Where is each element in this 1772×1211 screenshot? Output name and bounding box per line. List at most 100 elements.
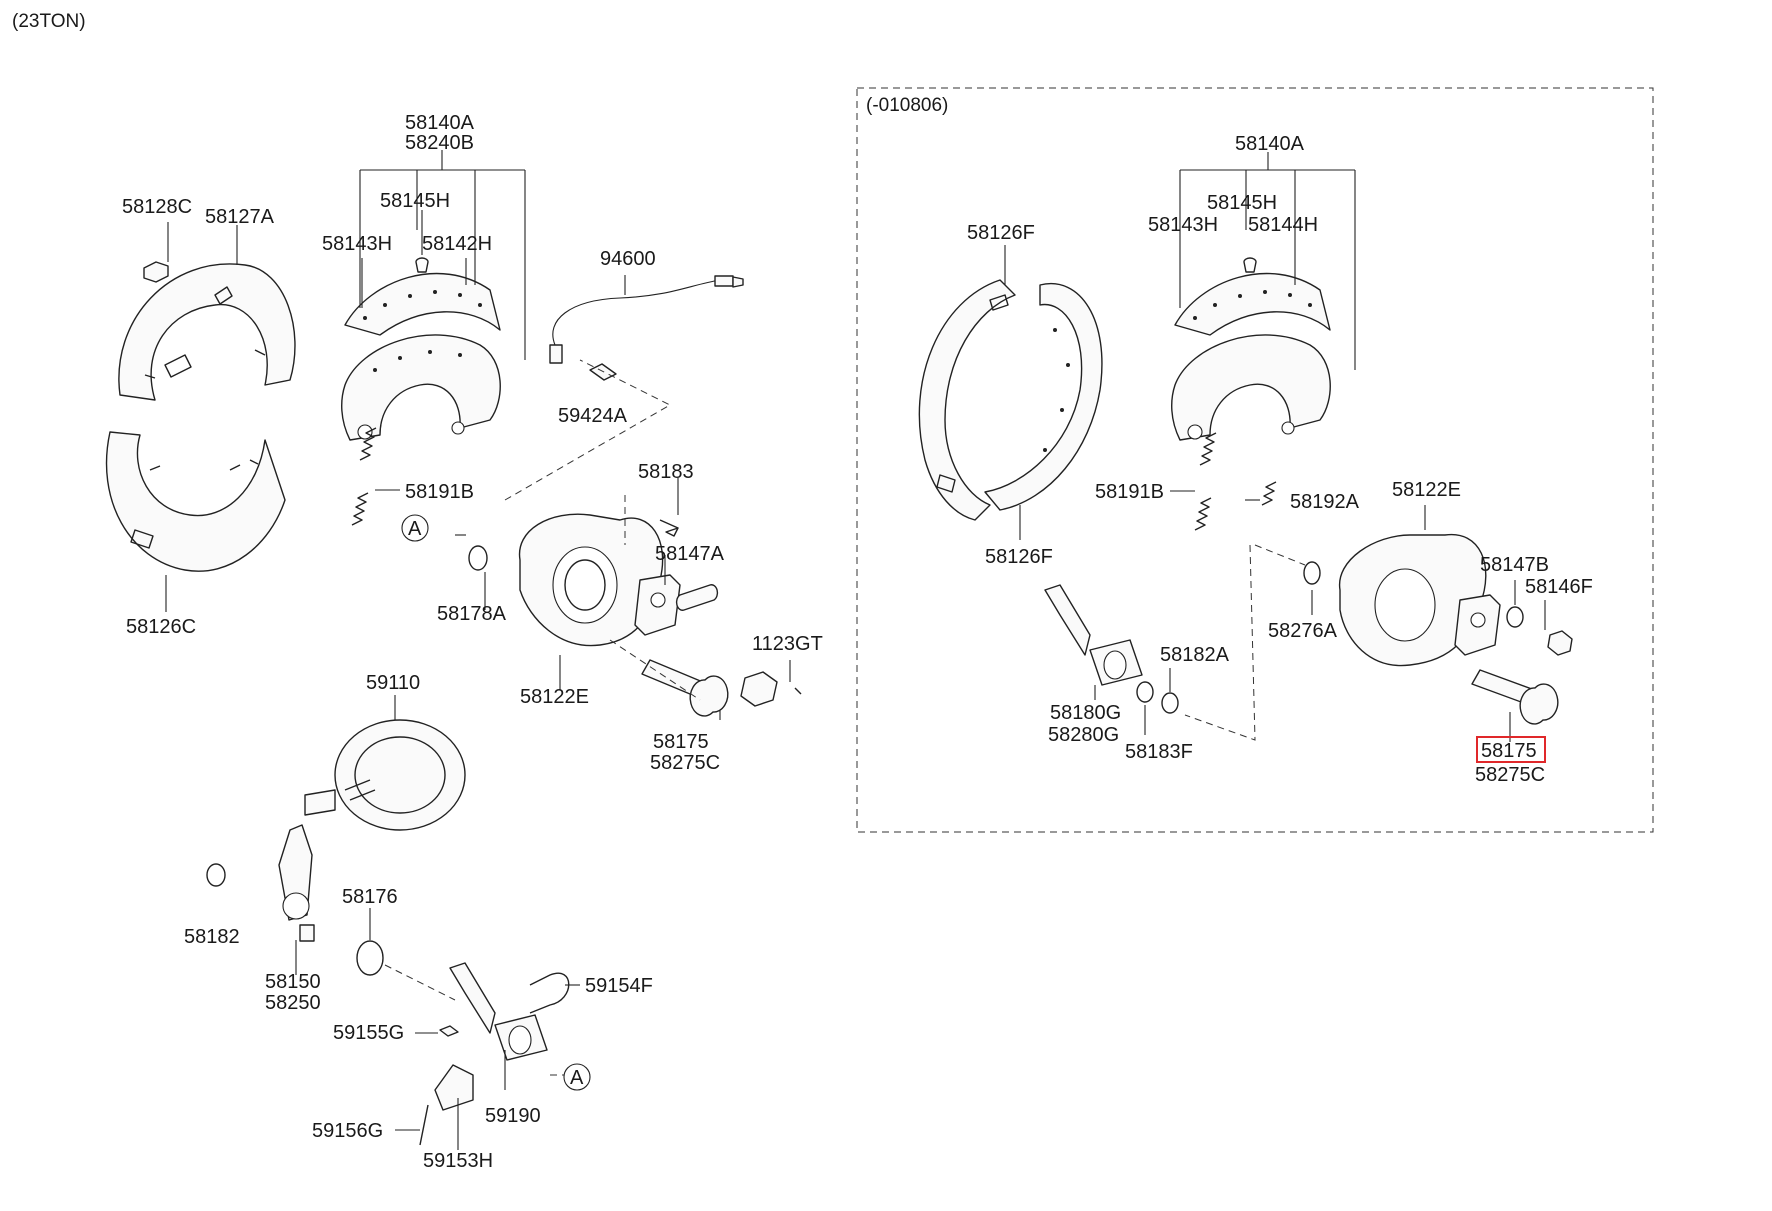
support-bolt — [419, 1104, 429, 1146]
label-59110: 59110 — [366, 672, 420, 694]
label-58182A: 58182A — [1160, 644, 1230, 666]
brake-spider — [518, 513, 681, 647]
nut-58146F — [1547, 630, 1573, 656]
return-spring-upper — [359, 427, 377, 461]
return-spring-lower-right — [1194, 497, 1212, 531]
label-callout-a-lower: A — [570, 1067, 584, 1089]
label-94600: 94600 — [600, 248, 656, 270]
callout-a-circle-lower — [563, 1063, 591, 1091]
label-59155G: 59155G — [333, 1022, 404, 1044]
label-59153H: 59153H — [423, 1150, 493, 1172]
label-58143H-right: 58143H — [1148, 214, 1218, 236]
variant-date-label: (-010806) — [866, 95, 948, 116]
brake-chamber — [304, 719, 466, 831]
brake-shoe-upper-right — [1174, 272, 1331, 336]
label-58280G: 58280G — [1048, 724, 1119, 746]
washer-58183F — [1136, 681, 1154, 703]
label-58191B-right: 58191B — [1095, 481, 1164, 503]
label-58240B-left: 58240B — [405, 132, 474, 154]
brake-shoe-upper — [344, 272, 501, 336]
dashed-assembly-lines-right — [1184, 544, 1306, 741]
label-58192A: 58192A — [1290, 491, 1360, 513]
right-part-labels: 58140A 58145H 58143H 58144H 58126F 58191… — [967, 133, 1593, 786]
label-58144H: 58144H — [1248, 214, 1318, 236]
brake-shoe-lower-right — [1171, 334, 1331, 441]
variant-group-box — [856, 87, 1654, 833]
label-58126F-top: 58126F — [967, 222, 1035, 244]
label-58145H-right: 58145H — [1207, 192, 1277, 214]
washer-58147B — [1506, 606, 1524, 628]
label-58150: 58150 — [265, 971, 321, 993]
washer-left — [468, 545, 488, 571]
label-58140A-right: 58140A — [1235, 133, 1305, 155]
label-58140A-left: 58140A — [405, 112, 475, 134]
label-58147B: 58147B — [1480, 554, 1549, 576]
brake-spider-right — [1339, 533, 1501, 667]
model-tonnage-label: (23TON) — [12, 11, 86, 32]
spider-bolt — [659, 519, 679, 537]
grease-nipple — [794, 687, 802, 695]
chamber-bracket-right — [1044, 584, 1143, 686]
label-59156G: 59156G — [312, 1120, 383, 1142]
label-58176: 58176 — [342, 886, 398, 908]
label-58191B-left: 58191B — [405, 481, 474, 503]
callout-a-circle-upper — [401, 514, 429, 542]
wear-sensor-cable — [549, 275, 744, 364]
washer-58276A — [1303, 561, 1321, 585]
label-58183: 58183 — [638, 461, 694, 483]
label-58178A: 58178A — [437, 603, 507, 625]
dust-shield-right-half — [984, 282, 1103, 511]
label-58126F-bottom: 58126F — [985, 546, 1053, 568]
slack-adjuster — [278, 824, 315, 942]
label-58275C-left: 58275C — [650, 752, 720, 774]
support-bracket — [434, 1064, 474, 1111]
label-58183F: 58183F — [1125, 741, 1193, 763]
label-58128C: 58128C — [122, 196, 192, 218]
label-58175-right: 58175 — [1481, 740, 1537, 762]
label-58182: 58182 — [184, 926, 240, 948]
dust-shield-left-half — [918, 279, 1016, 521]
camshaft-right — [1471, 669, 1559, 725]
camshaft-bushing — [675, 584, 719, 611]
label-58122E-left: 58122E — [520, 686, 589, 708]
label-58250: 58250 — [265, 992, 321, 1014]
leader-lines-right — [1004, 152, 1546, 742]
label-58275C-right: 58275C — [1475, 764, 1545, 786]
dust-shield-upper — [118, 263, 296, 401]
label-1123GT: 1123GT — [752, 633, 823, 655]
label-59190: 59190 — [485, 1105, 541, 1127]
label-58126C: 58126C — [126, 616, 196, 638]
label-59154F: 59154F — [585, 975, 653, 997]
dust-shield-lower — [105, 431, 286, 572]
label-58276A: 58276A — [1268, 620, 1338, 642]
plug — [143, 261, 169, 283]
label-58175-left: 58175 — [653, 731, 709, 753]
return-spring-upper-right — [1199, 432, 1217, 466]
label-58122E-right: 58122E — [1392, 479, 1461, 501]
brake-shoe-lower — [341, 334, 501, 441]
camshaft-left — [641, 659, 729, 717]
retainer-spring — [1261, 481, 1277, 506]
u-bolt — [529, 972, 570, 1014]
washer-58182A — [1161, 692, 1179, 714]
highlight-frame-58175 — [1476, 736, 1546, 763]
dashed-assembly-lines-left — [384, 359, 701, 1076]
label-callout-a-upper: A — [408, 518, 422, 540]
anchor-pin-right — [1243, 257, 1257, 273]
leader-lines-left — [165, 150, 791, 1150]
anchor-pin — [415, 257, 429, 273]
ring-58176 — [356, 940, 384, 976]
label-58143H-left: 58143H — [322, 233, 392, 255]
label-58127A: 58127A — [205, 206, 275, 228]
chamber-bracket — [449, 962, 548, 1061]
label-59424A: 59424A — [558, 405, 628, 427]
label-58145H-left: 58145H — [380, 190, 450, 212]
ring-58182 — [206, 863, 226, 887]
label-58147A: 58147A — [655, 543, 725, 565]
label-58142H-left: 58142H — [422, 233, 492, 255]
return-spring-lower — [351, 492, 369, 526]
left-part-labels: 58140A 58240B 58145H 58143H 58142H 58128… — [122, 112, 823, 1172]
hex-nut — [740, 671, 778, 707]
small-nut — [439, 1025, 459, 1037]
